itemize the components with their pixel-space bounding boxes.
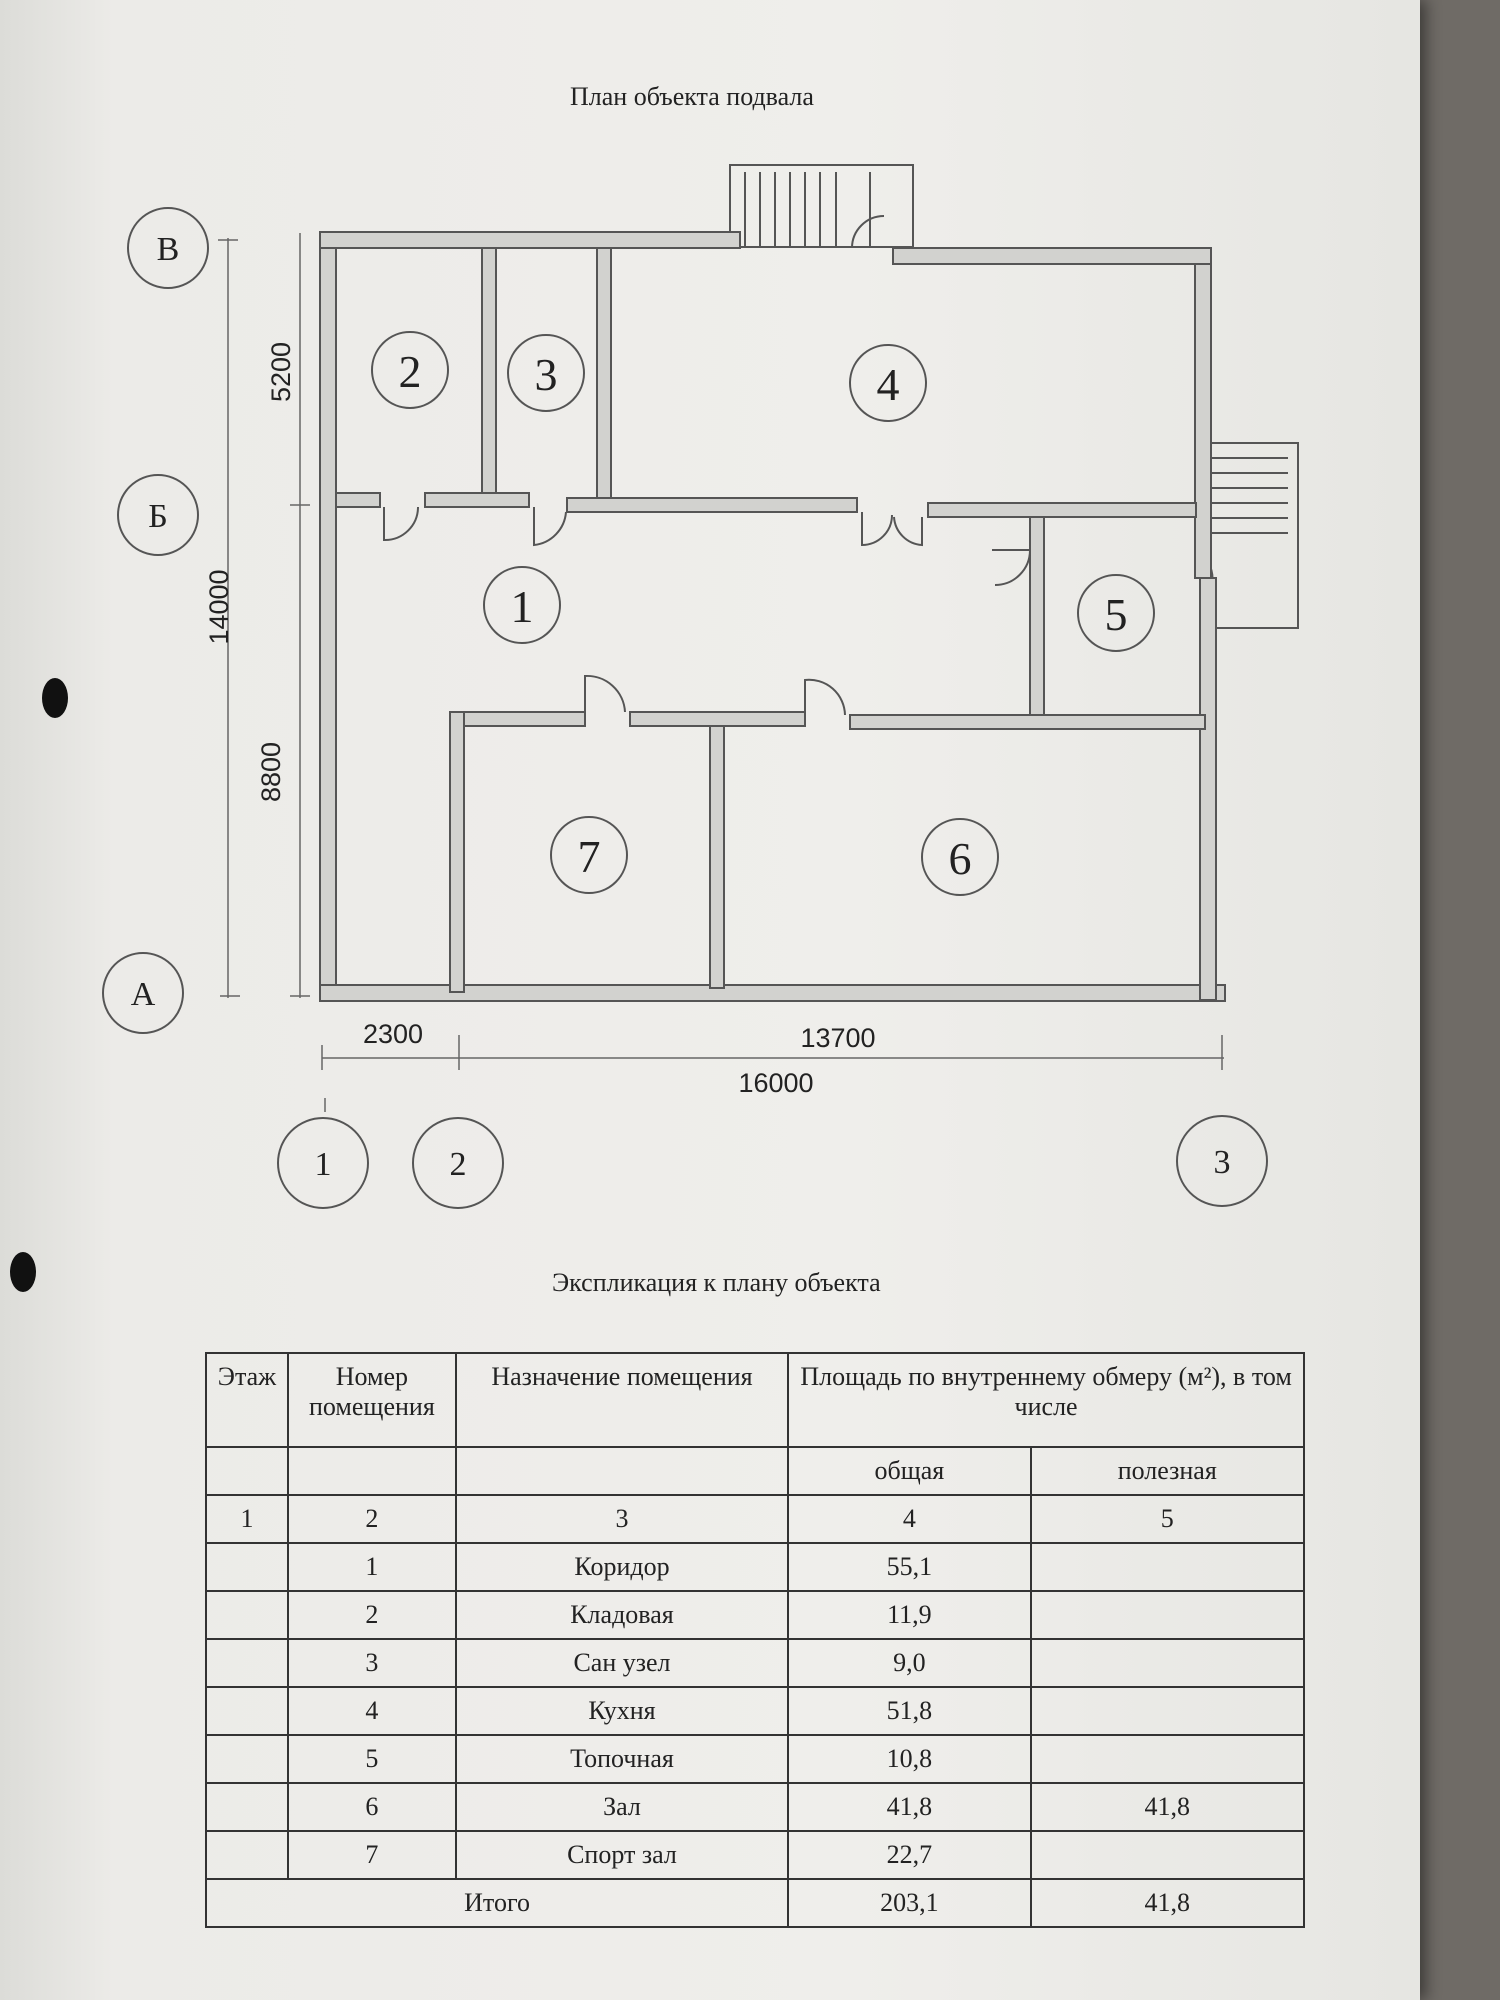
svg-text:Б: Б <box>148 498 168 535</box>
axis-marker-b: Б <box>117 474 199 556</box>
table-row: 2 Кладовая 11,9 <box>205 1590 1306 1640</box>
table-row: 5 Топочная 10,8 <box>205 1734 1306 1784</box>
header-area: Площадь по внутреннему обмеру (м²), в то… <box>787 1352 1305 1448</box>
svg-text:1: 1 <box>511 581 534 632</box>
walls <box>319 231 1226 1002</box>
header-floor: Этаж <box>205 1352 289 1448</box>
header-room-no: Номер помещения <box>286 1352 457 1448</box>
table-subheader-row: общая полезная <box>205 1446 1306 1496</box>
room-marker-3: 3 <box>507 334 585 412</box>
axis-marker-a: А <box>102 952 184 1034</box>
table-row: 3 Сан узел 9,0 <box>205 1638 1306 1688</box>
table-summary-row: Итого 203,1 41,8 <box>204 1878 1306 1928</box>
axis-marker-1: 1 <box>277 1117 369 1209</box>
stairs-top <box>729 164 914 249</box>
svg-text:3: 3 <box>1214 1144 1231 1181</box>
dim-bottom: 8800 <box>256 742 286 802</box>
table-row: 1 Коридор 55,1 <box>205 1542 1306 1592</box>
dim-total-horizontal: 16000 <box>738 1068 813 1098</box>
summary-label: Итого <box>204 1878 790 1928</box>
explication-title: Экспликация к плану объекта <box>552 1268 881 1297</box>
room-marker-2: 2 <box>371 331 449 409</box>
room-marker-6: 6 <box>921 818 999 896</box>
room-marker-4: 4 <box>849 344 927 422</box>
svg-text:В: В <box>157 231 180 268</box>
svg-text:7: 7 <box>578 831 601 882</box>
header-useful: полезная <box>1029 1446 1306 1496</box>
svg-text:3: 3 <box>535 349 558 400</box>
doors <box>383 506 1032 716</box>
table-row: 4 Кухня 51,8 <box>205 1686 1306 1736</box>
room-marker-5: 5 <box>1077 574 1155 652</box>
dim-right: 13700 <box>800 1023 875 1053</box>
binder-hole <box>42 678 68 718</box>
header-total: общая <box>787 1446 1032 1496</box>
svg-text:2: 2 <box>399 346 422 397</box>
table-row: 6 Зал 41,8 41,8 <box>205 1782 1306 1832</box>
floor-plan: В Б А 1 2 3 5 <box>102 164 1299 1209</box>
summary-total: 203,1 <box>787 1878 1032 1928</box>
binder-hole <box>10 1252 36 1292</box>
axis-marker-3: 3 <box>1176 1115 1268 1207</box>
svg-text:4: 4 <box>877 359 900 410</box>
dim-top: 5200 <box>266 342 296 402</box>
summary-useful: 41,8 <box>1029 1878 1306 1928</box>
dim-left: 2300 <box>363 1019 423 1049</box>
axis-marker-v: В <box>127 207 209 289</box>
explication-table: Этаж Номер помещения Назначение помещени… <box>204 1352 1306 1928</box>
horizontal-dimension <box>321 1035 1224 1112</box>
dim-total-vertical: 14000 <box>204 569 234 644</box>
vertical-dimension <box>218 233 310 998</box>
axis-marker-2: 2 <box>412 1117 504 1209</box>
plan-title: План объекта подвала <box>570 82 814 111</box>
svg-text:5: 5 <box>1105 589 1128 640</box>
room-marker-1: 1 <box>483 566 561 644</box>
document-sheet: План объекта подвала В Б А 1 2 3 <box>0 0 1420 2000</box>
svg-text:1: 1 <box>315 1146 332 1183</box>
svg-text:А: А <box>131 976 156 1013</box>
header-purpose: Назначение помещения <box>454 1352 790 1448</box>
room-marker-7: 7 <box>550 816 628 894</box>
svg-text:2: 2 <box>450 1146 467 1183</box>
svg-text:6: 6 <box>949 833 972 884</box>
table-column-numbers: 1 2 3 4 5 <box>205 1494 1306 1544</box>
table-header-row: Этаж Номер помещения Назначение помещени… <box>205 1352 1305 1448</box>
table-row: 7 Спорт зал 22,7 <box>205 1830 1306 1880</box>
stairs-right <box>1205 442 1299 629</box>
